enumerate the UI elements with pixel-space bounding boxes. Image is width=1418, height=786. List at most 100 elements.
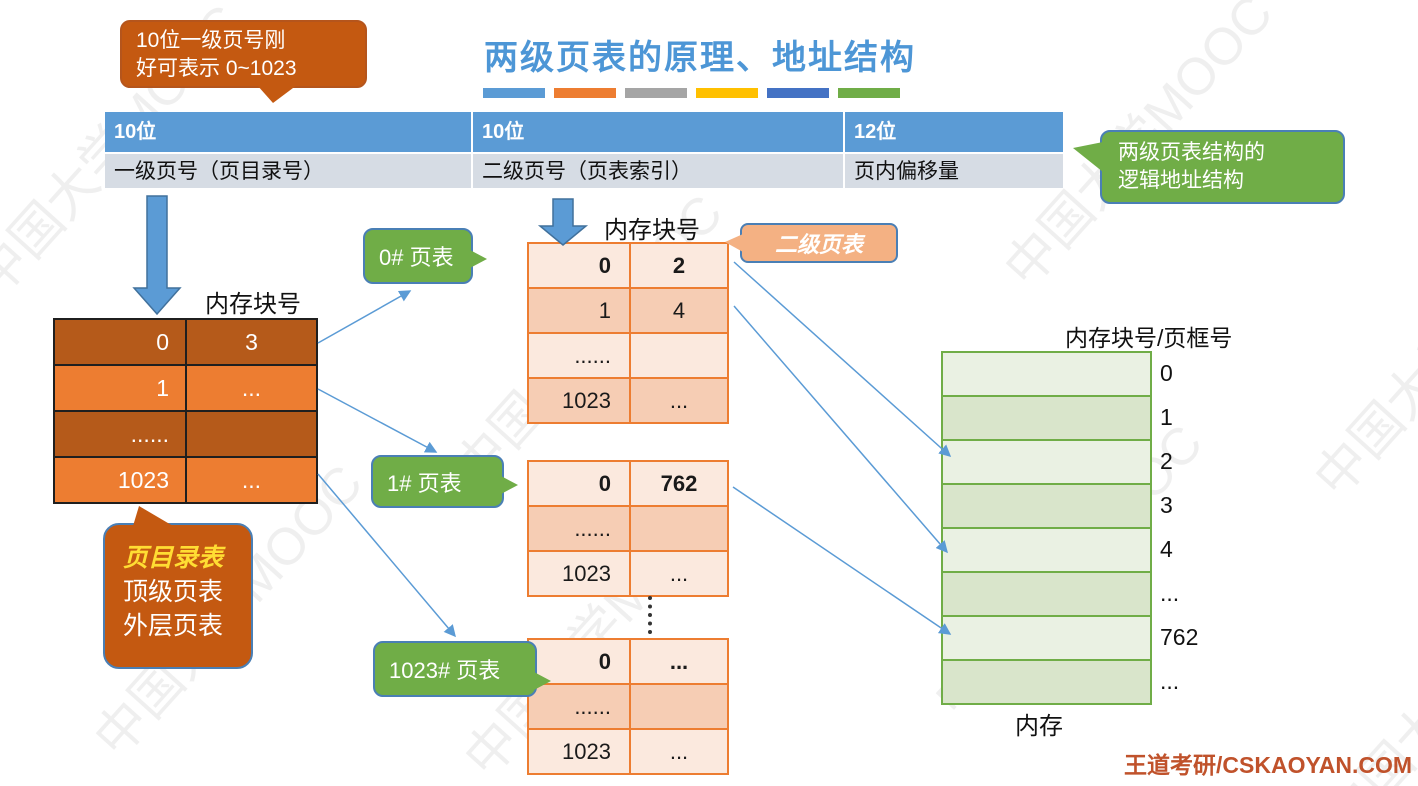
table-cell: 0 xyxy=(156,329,169,355)
table-row: 0 762 xyxy=(529,462,727,505)
label-memory-block-left: 内存块号 xyxy=(205,291,301,318)
table-cell: 1 xyxy=(598,298,611,323)
callout-page-table-1023: 1023# 页表 xyxy=(373,641,551,697)
memory-table xyxy=(941,351,1152,705)
label-memory-block-mid: 内存块号 xyxy=(604,217,700,244)
address-field-cell: 页内偏移量 xyxy=(843,152,1063,188)
decor-bar xyxy=(767,88,829,98)
memory-row-label: 3 xyxy=(1160,492,1173,518)
table-row: 1023... xyxy=(529,728,727,773)
callout-label: 1# 页表 xyxy=(387,470,462,496)
address-field-cell: 一级页号（页目录号） xyxy=(105,152,471,188)
callout-10bit-hint: 10位一级页号刚 好可表示 0~1023 xyxy=(120,20,367,103)
callout-line: 10位一级页号刚 xyxy=(136,29,286,52)
table-cell: 762 xyxy=(629,462,727,505)
callout-line: 顶级页表 xyxy=(123,578,224,606)
table-cell: ... xyxy=(629,552,727,595)
callout-line: 好可表示 0~1023 xyxy=(136,57,297,80)
callout-logical-address: 两级页表结构的 逻辑地址结构 xyxy=(1073,130,1345,204)
table-cell: ... xyxy=(629,730,727,773)
address-field-row: 一级页号（页目录号） 二级页号（页表索引） 页内偏移量 xyxy=(105,152,1063,188)
decor-bar xyxy=(483,88,545,98)
decor-bar xyxy=(696,88,758,98)
table-cell: 2 xyxy=(629,244,727,287)
table-cell: 0 xyxy=(598,253,611,278)
table-cell: 1023 xyxy=(562,739,611,764)
memory-row-labels: 0 1 2 3 4... 762... xyxy=(1160,351,1198,703)
callout-page-directory: 页目录表 顶级页表 外层页表 xyxy=(103,506,253,669)
memory-row-label: 4 xyxy=(1160,536,1173,562)
callout-page-table-1: 1# 页表 xyxy=(371,455,518,508)
memory-row-label: ... xyxy=(1160,580,1180,606)
table-row: ...... xyxy=(529,332,727,377)
table-cell: 1 xyxy=(156,375,169,401)
callout-line: 外层页表 xyxy=(123,612,224,640)
memory-row-label: 2 xyxy=(1160,448,1173,474)
table-cell: 1023 xyxy=(117,467,169,493)
connector-pt0r0-to-mem2 xyxy=(733,261,952,458)
callout-title: 页目录表 xyxy=(123,544,224,572)
block-arrow-down-1 xyxy=(132,195,182,316)
table-row: 1... xyxy=(55,364,316,410)
table-row: 0... xyxy=(529,640,727,683)
label-memory: 内存 xyxy=(1015,713,1063,740)
table-cell: 1023 xyxy=(562,561,611,586)
memory-row-label: ... xyxy=(1160,668,1180,694)
table-cell: ... xyxy=(629,640,727,683)
table-row: ...... xyxy=(55,410,316,456)
block-arrow-down-2 xyxy=(537,198,589,246)
address-field-cell: 二级页号（页表索引） xyxy=(471,152,843,188)
callout-page-table-0: 0# 页表 xyxy=(363,228,487,284)
memory-row xyxy=(943,395,1150,439)
memory-row xyxy=(943,483,1150,527)
page-table-1: 0 762...... 1023... xyxy=(527,460,729,597)
address-header-row: 10位 10位 12位 xyxy=(105,112,1063,152)
label-memory-block-frame: 内存块号/页框号 xyxy=(1065,325,1233,351)
vertical-ellipsis xyxy=(648,596,652,634)
connector-pt0r1-to-mem4 xyxy=(733,305,948,554)
callout-second-level: 二级页表 xyxy=(725,223,898,263)
table-row: 1023... xyxy=(55,456,316,502)
memory-row xyxy=(943,615,1150,659)
decor-bar xyxy=(625,88,687,98)
table-cell: ... xyxy=(185,458,316,502)
table-cell xyxy=(629,334,727,377)
table-cell: 1023 xyxy=(562,388,611,413)
table-cell: ...... xyxy=(574,694,611,719)
address-structure-table: 10位 10位 12位 一级页号（页目录号） 二级页号（页表索引） 页内偏移量 xyxy=(105,112,1063,188)
table-cell xyxy=(629,507,727,550)
callout-line: 两级页表结构的 xyxy=(1118,141,1265,164)
memory-row xyxy=(943,571,1150,615)
table-cell: 0 xyxy=(598,649,611,674)
table-cell: ... xyxy=(185,366,316,410)
memory-row xyxy=(943,353,1150,395)
memory-row-label: 762 xyxy=(1160,624,1199,650)
table-cell: 3 xyxy=(185,320,316,364)
memory-row-label: 1 xyxy=(1160,404,1173,430)
decor-bar xyxy=(554,88,616,98)
table-cell: 0 xyxy=(598,471,611,496)
footer-brand: 王道考研/CSKAOYAN.COM xyxy=(1124,752,1412,778)
callout-label: 0# 页表 xyxy=(379,245,454,270)
callout-line: 逻辑地址结构 xyxy=(1118,169,1244,192)
table-row: ...... xyxy=(529,505,727,550)
address-header-cell: 10位 xyxy=(105,112,471,152)
table-row: ...... xyxy=(529,683,727,728)
page-table-1023: 0.........1023... xyxy=(527,638,729,775)
table-cell xyxy=(629,685,727,728)
table-cell xyxy=(185,412,316,456)
page-title: 两级页表的原理、地址结构 xyxy=(484,39,916,77)
table-cell: ... xyxy=(629,379,727,422)
table-cell: 4 xyxy=(629,289,727,332)
memory-row xyxy=(943,659,1150,703)
decor-bar xyxy=(838,88,900,98)
memory-row-label: 0 xyxy=(1160,360,1173,386)
connector-dir1-to-pt1 xyxy=(317,388,438,453)
connector-dir0-to-pt0 xyxy=(317,290,412,344)
memory-row xyxy=(943,439,1150,483)
